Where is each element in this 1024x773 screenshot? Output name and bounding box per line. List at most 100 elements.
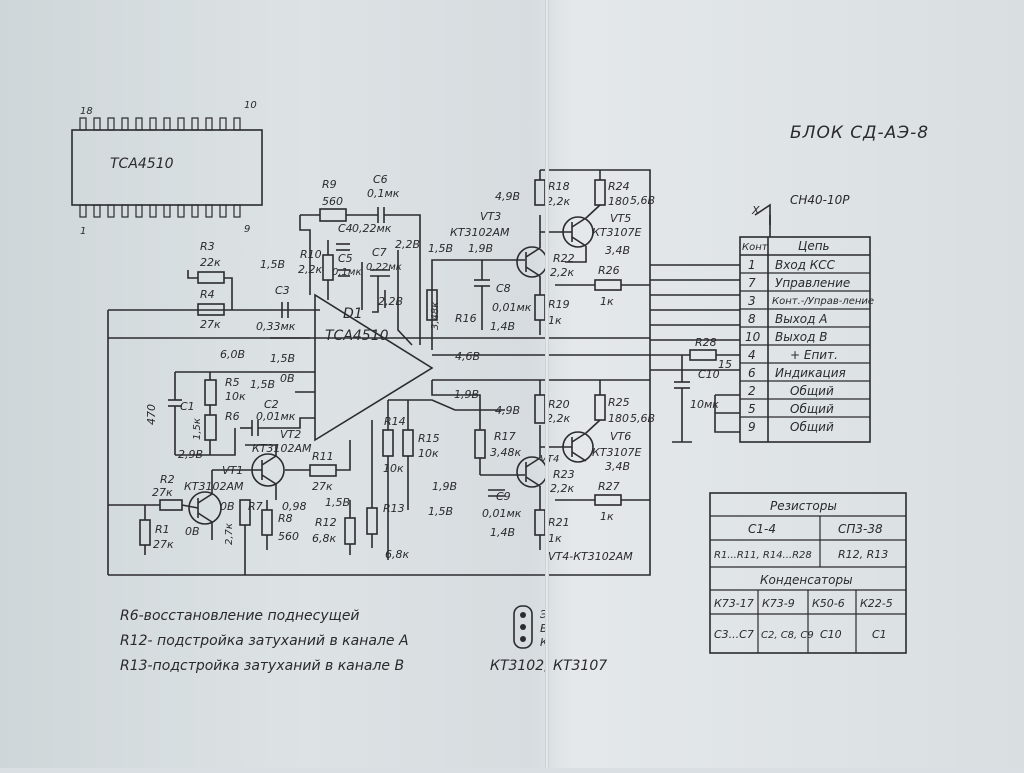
cap-type: К22-5 xyxy=(860,597,893,610)
conn-header-pin: Конт xyxy=(742,242,769,253)
label-v15a: 1,5В xyxy=(260,258,285,271)
pin-e: Э xyxy=(539,608,548,621)
paper-fold xyxy=(545,0,549,768)
cap-refs: С1 xyxy=(872,628,887,641)
notes: R6-восстановление поднесущей R12- подстр… xyxy=(120,608,409,674)
block-title: БЛОК СД-АЭ-8 xyxy=(790,123,929,143)
label-vt5: VT5 xyxy=(610,212,631,225)
connector-type: СН40-10Р xyxy=(790,193,850,207)
label-v29: 2,9В xyxy=(178,448,203,461)
conn-pin: 8 xyxy=(748,312,756,326)
chip-package: TCA4510 18 10 1 9 xyxy=(71,100,263,237)
label-r18-value: 2,2к xyxy=(546,195,570,208)
label-r20: R20 xyxy=(548,398,570,411)
conn-net: Конт.-/Управ-ление xyxy=(772,296,874,307)
cap-refs: С10 xyxy=(820,628,842,641)
label-vt1: VT1 xyxy=(222,464,243,477)
conn-net: Общий xyxy=(790,402,834,416)
label-r23-value: 2,2к xyxy=(550,482,574,495)
label-v60: 6,0В xyxy=(220,348,245,361)
label-v34a: 3,4В xyxy=(605,244,630,257)
label-r24-value: 180 xyxy=(608,195,629,208)
label-r15: R15 xyxy=(418,432,440,445)
label-v0b: 0В xyxy=(220,500,235,513)
conn-pin: 2 xyxy=(748,384,756,398)
label-r16: R16 xyxy=(455,312,477,325)
label-v49b: 4,9В xyxy=(495,404,520,417)
label-c5-value: 0,1мк xyxy=(332,267,362,278)
label-v14b: 1,4В xyxy=(490,526,515,539)
chip-name: TCA4510 xyxy=(110,156,174,172)
label-v49a: 4,9В xyxy=(495,190,520,203)
label-r4: R4 xyxy=(200,288,215,301)
label-r19: R19 xyxy=(548,298,570,311)
label-c6-value: 0,1мк xyxy=(367,187,400,200)
label-c7: С7 xyxy=(372,246,387,259)
label-vt1-type: КТ3102АМ xyxy=(184,480,244,493)
chip-pin-10: 10 xyxy=(244,100,257,111)
label-r14-value: 10к xyxy=(383,462,404,475)
label-r27: R27 xyxy=(598,480,620,493)
label-r3: R3 xyxy=(200,240,215,253)
label-v22a: 2,2В xyxy=(395,238,420,251)
label-r25-value: 180 xyxy=(608,412,629,425)
label-c3-value: 0,33мк xyxy=(256,320,296,333)
label-r8: R8 xyxy=(278,512,293,525)
label-c3: С3 xyxy=(275,284,290,297)
pin-k: К xyxy=(540,636,549,649)
label-v19b: 1,9В xyxy=(454,388,479,401)
label-r13-value: 6,8к xyxy=(385,548,409,561)
label-r7-value: 2,7к xyxy=(224,523,235,545)
res-refs: R1...R11, R14...R28 xyxy=(714,550,812,561)
label-c1: С1 xyxy=(180,400,195,413)
conn-net: Управление xyxy=(775,276,850,290)
label-r20-value: 2,2к xyxy=(546,412,570,425)
label-r16-value: 3,48к xyxy=(430,302,441,330)
label-r3-value: 22к xyxy=(200,256,221,269)
label-vt3-type: КТ3102АМ xyxy=(450,226,510,239)
cap-type: К50-6 xyxy=(812,597,845,610)
label-r1-value: 27к xyxy=(153,538,174,551)
label-vt6-type: КТ3107Е xyxy=(592,446,642,459)
note-r6: R6-восстановление поднесущей xyxy=(120,608,360,624)
label-r1: R1 xyxy=(155,523,170,536)
label-r13: R13 xyxy=(383,502,405,515)
conn-net: Выход В xyxy=(775,330,828,344)
label-d1-type: TCA4510 xyxy=(325,328,389,344)
chip-pin-18: 18 xyxy=(80,106,93,117)
conn-net: Вход КСС xyxy=(775,258,836,272)
label-r8-value: 560 xyxy=(278,530,299,543)
label-r22-value: 2,2к xyxy=(550,266,574,279)
label-r19-value: 1к xyxy=(548,314,562,327)
label-n15: 15 xyxy=(718,358,732,371)
label-vt6: VT6 xyxy=(610,430,631,443)
label-v34b: 3,4В xyxy=(605,460,630,473)
label-r11: R11 xyxy=(312,450,334,463)
label-c2-value: 0,01мк xyxy=(256,410,296,423)
cap-refs: С2, С8, С9 xyxy=(761,630,814,641)
circuit-wires xyxy=(107,169,771,576)
label-vt2-type: КТ3102АМ xyxy=(252,442,312,455)
label-r6: R6 xyxy=(225,410,240,423)
label-r4-value: 27к xyxy=(200,318,221,331)
conn-pin: 7 xyxy=(748,276,756,290)
label-r9-value: 560 xyxy=(322,195,343,208)
chip-pin-9: 9 xyxy=(244,224,250,235)
label-v15e: 1,5В xyxy=(325,496,350,509)
label-r5-value: 10к xyxy=(225,390,246,403)
connector-ref: X xyxy=(751,204,760,217)
res-type: С1-4 xyxy=(748,522,776,536)
label-r25: R25 xyxy=(608,396,630,409)
label-r22: R22 xyxy=(553,252,575,265)
note-r12: R12- подстройка затуханий в канале А xyxy=(120,633,409,649)
label-vt2: VT2 xyxy=(280,428,301,441)
label-r2: R2 xyxy=(160,473,175,486)
chip-pin-1: 1 xyxy=(80,226,86,237)
component-labels: D1 TCA4510 R9 560 С6 0,1мк R3 22к R4 27к… xyxy=(145,173,732,563)
label-v15d: 1,5В xyxy=(250,378,275,391)
conn-net: Общий xyxy=(790,420,834,434)
label-c10: С10 xyxy=(698,368,720,381)
conn-pin: 6 xyxy=(748,366,756,380)
label-r10-value: 2,2к xyxy=(298,263,322,276)
